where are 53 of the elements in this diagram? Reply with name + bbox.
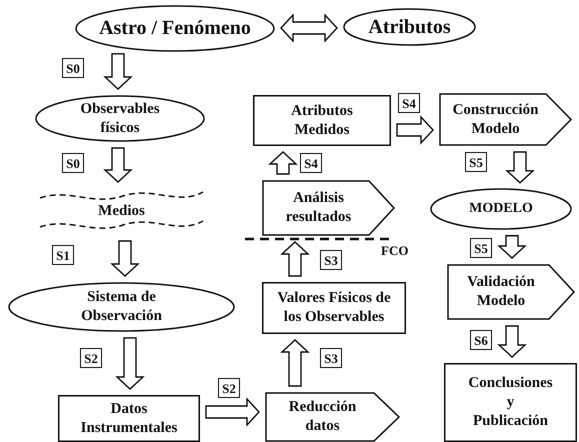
- boundary-label: FCO: [381, 243, 408, 259]
- node-label: Observables físicos: [80, 100, 160, 138]
- ellipse-node: [35, 95, 205, 142]
- pentagon-node: [262, 180, 395, 236]
- block-arrow: [115, 337, 145, 390]
- step-label: S5: [470, 238, 492, 258]
- step-label: S2: [218, 378, 240, 398]
- node-label: Datos Instrumentales: [80, 400, 178, 438]
- block-arrow: [497, 325, 527, 358]
- block-arrow: [497, 235, 527, 259]
- step-label: S4: [300, 153, 322, 173]
- node-label: Atributos: [368, 14, 451, 40]
- block-arrow: [268, 151, 298, 175]
- ellipse-node: [75, 5, 275, 52]
- node-label: Valores Físicos de los Observables: [276, 289, 392, 327]
- process-box: [444, 363, 577, 442]
- step-label: S3: [320, 250, 342, 270]
- step-label: S3: [320, 348, 342, 368]
- node-label: Conclusiones y Publicación: [467, 374, 554, 431]
- process-box: [262, 282, 406, 334]
- block-arrow: [280, 241, 310, 277]
- block-arrow: [505, 151, 535, 184]
- node-label: Reducción datos: [288, 398, 358, 436]
- node-label: Construcción Modelo: [452, 100, 540, 138]
- process-box: [58, 395, 200, 442]
- node-label: Análisis resultados: [284, 189, 352, 227]
- step-label: S4: [398, 93, 420, 113]
- block-arrow: [103, 53, 133, 90]
- node-label: MODELO: [469, 200, 533, 218]
- process-box: [253, 95, 391, 146]
- pentagon-node: [447, 264, 575, 320]
- step-label: S5: [465, 152, 487, 172]
- step-label: S2: [80, 348, 102, 368]
- ellipse-node: [430, 188, 572, 230]
- node-label: Medios: [98, 202, 145, 221]
- node-label: Astro / Fenómeno: [99, 16, 251, 41]
- block-arrow: [280, 13, 338, 43]
- block-arrow: [110, 240, 140, 277]
- pentagon-node: [265, 392, 400, 442]
- node-label: Validación Modelo: [466, 273, 536, 311]
- block-arrow: [280, 339, 310, 387]
- pentagon-node: [439, 93, 572, 146]
- step-label: S1: [52, 245, 74, 265]
- ellipse-node: [8, 282, 235, 332]
- block-arrow: [396, 115, 434, 145]
- node-label: Sistema de Observación: [80, 288, 163, 326]
- node-label: Atributos Medidos: [290, 102, 354, 140]
- ellipse-node: [343, 8, 476, 46]
- block-arrow: [205, 397, 260, 427]
- step-label: S0: [62, 153, 84, 173]
- step-label: S0: [62, 58, 84, 78]
- step-label: S6: [470, 330, 492, 350]
- block-arrow: [103, 147, 133, 183]
